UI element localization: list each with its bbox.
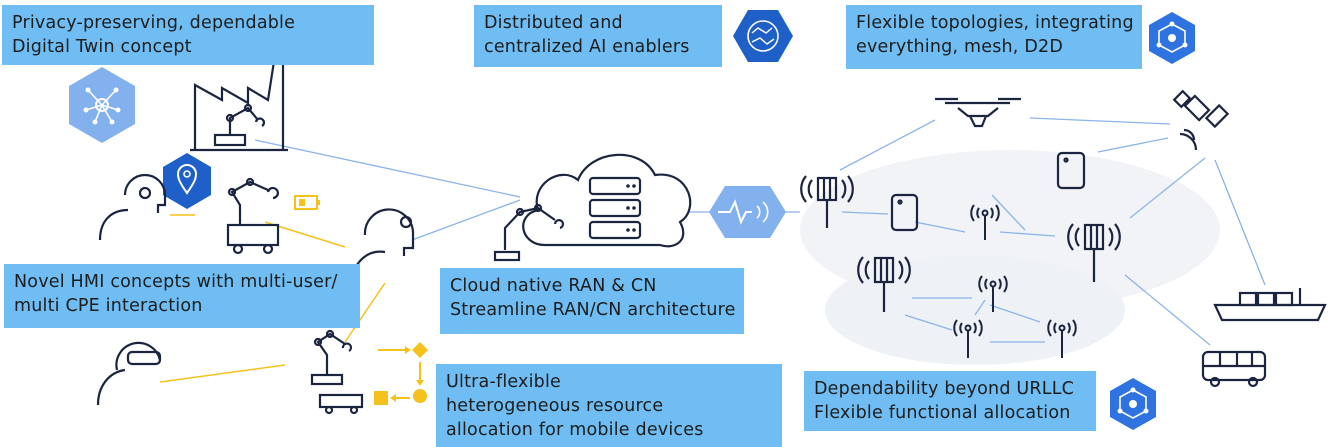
network-links: [254, 117, 1266, 346]
ship-icon: [1213, 288, 1327, 322]
mobile-robot-icon: [226, 177, 280, 255]
topology-hex-icon-top: [1149, 12, 1195, 64]
ai-enablers-label: Distributed and centralized AI enablers: [474, 5, 722, 67]
dependability-label: Dependability beyond URLLC Flexible func…: [804, 371, 1096, 431]
location-pin-hex-icon: [163, 153, 211, 209]
topologies-label: Flexible topologies, integrating everyth…: [846, 5, 1142, 69]
topology-hex-icon-bottom: [1110, 378, 1156, 430]
digital-twin-label: Privacy-preserving, dependable Digital T…: [2, 5, 374, 65]
allocation-flow-icon: [374, 342, 428, 405]
factory-icon: [190, 53, 288, 152]
base-station-icon-lower: [857, 256, 911, 312]
cloud-ran-label: Cloud native RAN & CN Streamline RAN/CN …: [440, 268, 744, 334]
person-thinking-icon: [98, 173, 167, 241]
base-station-icon-left: [800, 175, 854, 228]
satellite-icon: [1172, 89, 1230, 151]
brain-ai-hex-icon: [733, 10, 793, 62]
robot-arm-lower-icon: [310, 329, 364, 415]
phone-icon-top: [1056, 151, 1086, 190]
drone-icon: [935, 97, 1021, 128]
resource-allocation-label: Ultra-flexible heterogeneous resource al…: [436, 364, 782, 447]
phone-icon-mid: [890, 193, 919, 232]
signal-hex-icon: [709, 186, 786, 238]
vr-headset-person-icon: [96, 341, 162, 406]
small-cell-icon: [953, 204, 1077, 358]
hmi-label: Novel HMI concepts with multi-user/ mult…: [4, 264, 360, 328]
battery-icon: [294, 195, 320, 210]
person-hmi-icon: [354, 208, 415, 269]
bus-icon: [1201, 350, 1267, 388]
neural-network-hex-icon: [69, 67, 135, 143]
cloud-server-icon: [493, 153, 692, 262]
base-station-icon-right: [1067, 223, 1121, 282]
network-cloud-blob-lower: [825, 255, 1125, 365]
